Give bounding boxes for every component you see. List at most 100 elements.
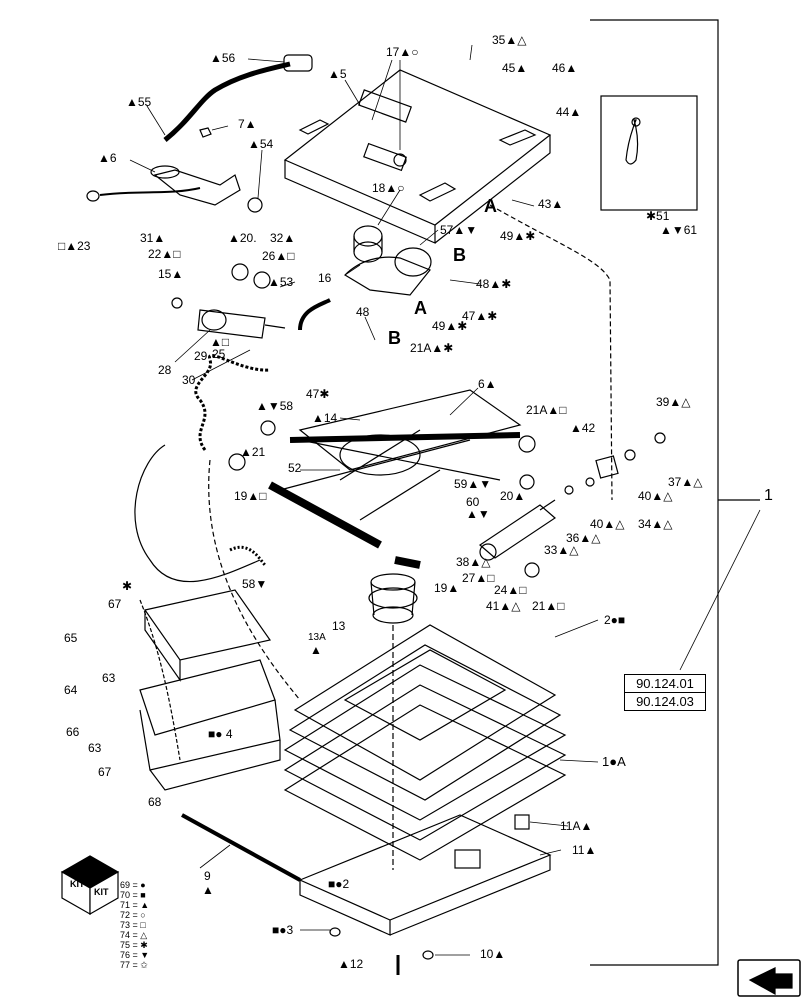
bellows bbox=[283, 624, 567, 861]
washer-36 bbox=[564, 485, 574, 495]
air-pump-16 bbox=[344, 225, 432, 296]
callout-13: 13 bbox=[332, 619, 346, 633]
next-page-arrow-icon bbox=[737, 959, 801, 997]
bottom-plate-11 bbox=[298, 814, 552, 936]
callout-48b: 48 bbox=[356, 305, 370, 319]
callout-33: 33▲△ bbox=[544, 543, 579, 557]
nut-54 bbox=[247, 197, 263, 213]
callout-2: 2●■ bbox=[604, 613, 626, 627]
callout-47a: 47▲✱ bbox=[462, 309, 498, 323]
callout-55: ▲55 bbox=[126, 95, 152, 109]
bushing-20b bbox=[519, 474, 535, 490]
callout-6b: 6▲ bbox=[478, 377, 497, 391]
callout-21a-right: 21A▲□ bbox=[526, 403, 567, 417]
symbol-legend: 69 = ● 70 = ■ 71 = ▲ 72 = ○ 73 = □ 74 = … bbox=[120, 880, 149, 970]
callout-22: 22▲□ bbox=[148, 247, 181, 261]
cylinder-28 bbox=[197, 309, 286, 339]
legend-entry: 69 = ● bbox=[120, 880, 146, 890]
bracket-42 bbox=[595, 455, 619, 479]
callout-68: 68 bbox=[148, 795, 162, 809]
callout-49a: 49▲✱ bbox=[500, 229, 536, 243]
callout-24: 24▲□ bbox=[494, 583, 527, 597]
letter-mark: B bbox=[453, 245, 466, 265]
shock-absorber-33 bbox=[479, 499, 556, 561]
callout-61: ▲▼61 bbox=[660, 223, 698, 237]
callout-18: 18▲○ bbox=[372, 181, 405, 195]
bushing-20 bbox=[231, 263, 249, 281]
callout-60-sym: ▲▼ bbox=[466, 507, 490, 521]
latch-11a bbox=[514, 814, 530, 830]
legend-entry: 72 = ○ bbox=[120, 910, 146, 920]
legend-entry: 70 = ■ bbox=[120, 890, 146, 900]
callout-44: 44▲ bbox=[556, 105, 582, 119]
callout-21b: 21▲□ bbox=[532, 599, 565, 613]
callout-13a-sym: ▲ bbox=[310, 643, 322, 657]
callout-28: 28 bbox=[158, 363, 172, 377]
callout-56: ▲56 bbox=[210, 51, 236, 65]
rod-9 bbox=[181, 813, 301, 882]
callout-36: 36▲△ bbox=[566, 531, 601, 545]
callout-15: 15▲ bbox=[158, 267, 184, 281]
callout-39: 39▲△ bbox=[656, 395, 691, 409]
callout-12: ▲12 bbox=[338, 957, 364, 971]
callout-17: 17▲○ bbox=[386, 45, 419, 59]
legend-entry: 73 = □ bbox=[120, 920, 146, 930]
side-console bbox=[139, 589, 281, 791]
callout-4: ■● 4 bbox=[208, 727, 233, 741]
dashed-leader bbox=[208, 459, 301, 701]
callout-57: 57▲▼ bbox=[440, 223, 478, 237]
callout-7: 7▲ bbox=[238, 117, 257, 131]
callout-53: ▲53 bbox=[268, 275, 294, 289]
callout-star: ✱ bbox=[122, 579, 133, 593]
callout-5: ▲5 bbox=[328, 67, 347, 81]
letter-mark: A bbox=[414, 298, 427, 318]
callout-21a-top: 21A▲✱ bbox=[410, 341, 454, 355]
callout-48a: 48▲✱ bbox=[476, 277, 512, 291]
callout-51: ✱51 bbox=[646, 209, 670, 223]
legend-entry: 77 = ✩ bbox=[120, 960, 148, 970]
callout-47b: 47✱ bbox=[306, 387, 330, 401]
callout-29: 29 bbox=[194, 349, 208, 363]
hose-53 bbox=[298, 298, 331, 331]
callout-40a: 40▲△ bbox=[638, 489, 673, 503]
air-spring-13 bbox=[368, 573, 418, 624]
cable-tie-inset bbox=[600, 95, 698, 211]
bushing-26 bbox=[253, 271, 271, 289]
callout-67b: 67 bbox=[98, 765, 112, 779]
callout-45: 45▲ bbox=[502, 61, 528, 75]
callout-27: 27▲□ bbox=[462, 571, 495, 585]
legend-entry: 75 = ✱ bbox=[120, 940, 148, 950]
callout-11a: 11A▲ bbox=[560, 819, 593, 833]
nut-10 bbox=[422, 950, 434, 960]
kit-box-icon bbox=[60, 855, 120, 916]
bushing-41 bbox=[524, 562, 540, 578]
callout-6: ▲6 bbox=[98, 151, 117, 165]
callout-49b: 49▲✱ bbox=[432, 319, 468, 333]
callout-60: 60 bbox=[466, 495, 480, 509]
assembly-bracket bbox=[590, 19, 760, 966]
reference-link-90-124-03[interactable]: 90.124.03 bbox=[624, 692, 706, 711]
callout-13a: 13A bbox=[308, 632, 326, 643]
valve-6 bbox=[99, 165, 241, 206]
callout-30: 30 bbox=[182, 373, 196, 387]
callout-67a: 67 bbox=[108, 597, 122, 611]
callout-23: □▲23 bbox=[58, 239, 91, 253]
callout-54: ▲54 bbox=[248, 137, 274, 151]
callout-9-sym: ▲ bbox=[202, 883, 214, 897]
callout-25-sym: ▲□ bbox=[210, 335, 230, 349]
callout-38: 38▲△ bbox=[456, 555, 491, 569]
callout-16: 16 bbox=[318, 271, 332, 285]
callout-43: 43▲ bbox=[538, 197, 564, 211]
callout-3: ■●3 bbox=[272, 923, 294, 937]
callout-11: 11▲ bbox=[572, 843, 597, 857]
callout-64: 64 bbox=[64, 683, 78, 697]
washer-40 bbox=[585, 477, 595, 487]
bushing-19 bbox=[228, 453, 246, 471]
callout-10: 10▲ bbox=[480, 947, 506, 961]
connector-58 bbox=[229, 545, 267, 567]
legend-entry: 76 = ▼ bbox=[120, 950, 150, 960]
leader-lines bbox=[129, 44, 761, 956]
callout-20b: 20▲ bbox=[500, 489, 526, 503]
callout-19b: 19▲ bbox=[434, 581, 460, 595]
reference-link-90-124-01[interactable]: 90.124.01 bbox=[624, 674, 706, 693]
